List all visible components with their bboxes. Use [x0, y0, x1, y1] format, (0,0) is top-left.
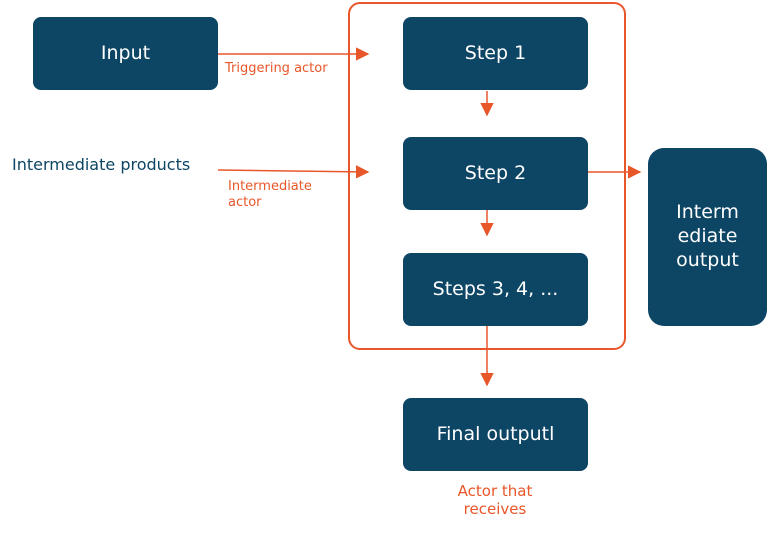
input-node: Input	[33, 17, 218, 90]
intermediate-actor-label-line2: actor	[228, 194, 262, 210]
intermediate-output-label-line2: ediate	[677, 225, 738, 248]
step2-node-label: Step 2	[464, 161, 527, 184]
triggering-actor-label: Triggering actor	[225, 61, 328, 76]
intermediate-output-label-line3: output	[676, 248, 739, 271]
intermediate-output-label-line1: Interm	[676, 201, 739, 224]
final-output-node-label: Final outputl	[436, 422, 555, 445]
arrow-intermediate-products-to-step2	[217, 165, 370, 179]
steps-more-node: Steps 3, 4, ...	[403, 253, 588, 326]
final-output-node: Final outputl	[403, 398, 588, 471]
input-node-label: Input	[100, 41, 151, 64]
actor-receives-label-line1: Actor that	[457, 482, 533, 500]
step1-node-label: Step 1	[464, 41, 527, 64]
process-boundary-frame	[348, 2, 626, 350]
intermediate-products-label: Intermediate products	[12, 155, 191, 174]
step1-node: Step 1	[403, 17, 588, 90]
step2-node: Step 2	[403, 137, 588, 210]
actor-receives-label-line2: receives	[463, 500, 527, 518]
intermediate-output-node: Interm ediate output	[648, 148, 767, 326]
steps-more-node-label: Steps 3, 4, ...	[432, 277, 559, 300]
intermediate-actor-label: Intermediate actor	[228, 179, 312, 210]
intermediate-actor-label-line1: Intermediate	[228, 179, 312, 194]
actor-receives-label: Actor that receives	[420, 482, 570, 518]
